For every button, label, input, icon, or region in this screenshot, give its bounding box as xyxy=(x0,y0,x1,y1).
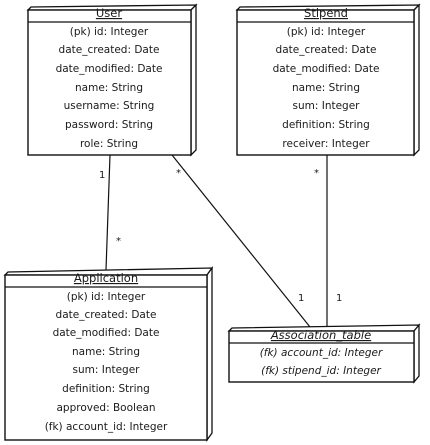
relation-user-application xyxy=(105,154,111,271)
multiplicity-user-to-application-application-end: * xyxy=(116,236,121,247)
entity-application: Application (pk) id: Integer date_create… xyxy=(3,265,214,443)
entity-association-table: Association_table (fk) account_id: Integ… xyxy=(227,323,421,384)
entity-application-title: Application xyxy=(74,271,138,285)
entity-stipend-field: name: String xyxy=(292,82,360,94)
entity-stipend-field: receiver: Integer xyxy=(282,138,370,150)
entity-stipend-title: Stipend xyxy=(304,6,348,20)
entity-user-field: date_created: Date xyxy=(59,44,160,56)
entity-application-field: approved: Boolean xyxy=(56,402,155,414)
relation-user-association xyxy=(171,154,311,328)
entity-user-field: date_modified: Date xyxy=(56,63,163,75)
entity-stipend-field: date_modified: Date xyxy=(273,63,380,75)
multiplicity-user-to-association-association-end: 1 xyxy=(298,293,304,304)
entity-application-field: (fk) account_id: Integer xyxy=(45,421,168,433)
entity-user-field: password: String xyxy=(65,119,153,131)
entity-application-field: sum: Integer xyxy=(73,364,141,376)
entity-user-field: username: String xyxy=(64,100,155,112)
entity-application-field: date_modified: Date xyxy=(53,327,160,339)
entity-user-field: (pk) id: Integer xyxy=(70,26,149,38)
entity-application-field: date_created: Date xyxy=(56,309,157,321)
multiplicity-stipend-to-association-stipend-end: * xyxy=(314,168,319,179)
entity-application-field: definition: String xyxy=(62,383,150,395)
entity-stipend-field: (pk) id: Integer xyxy=(287,26,366,38)
entity-application-field: (pk) id: Integer xyxy=(67,291,146,303)
multiplicity-stipend-to-association-association-end: 1 xyxy=(336,293,342,304)
multiplicity-user-to-application-user-end: 1 xyxy=(99,170,105,181)
entity-stipend-field: sum: Integer xyxy=(293,100,361,112)
entity-user-title: User xyxy=(96,6,122,20)
entity-user-field: name: String xyxy=(75,82,143,94)
entity-user-field: role: String xyxy=(80,138,138,150)
entity-application-field: name: String xyxy=(72,346,140,358)
entity-association-table-title: Association_table xyxy=(270,328,371,342)
entity-stipend-field: definition: String xyxy=(282,119,370,131)
entity-stipend: Stipend (pk) id: Integer date_created: D… xyxy=(235,3,421,157)
multiplicity-user-to-association-user-end: * xyxy=(176,168,181,179)
entity-association-table-field: (fk) stipend_id: Integer xyxy=(261,365,381,377)
entity-user: User (pk) id: Integer date_created: Date… xyxy=(26,3,198,157)
entity-stipend-field: date_created: Date xyxy=(276,44,377,56)
entity-association-table-field: (fk) account_id: Integer xyxy=(260,347,383,359)
